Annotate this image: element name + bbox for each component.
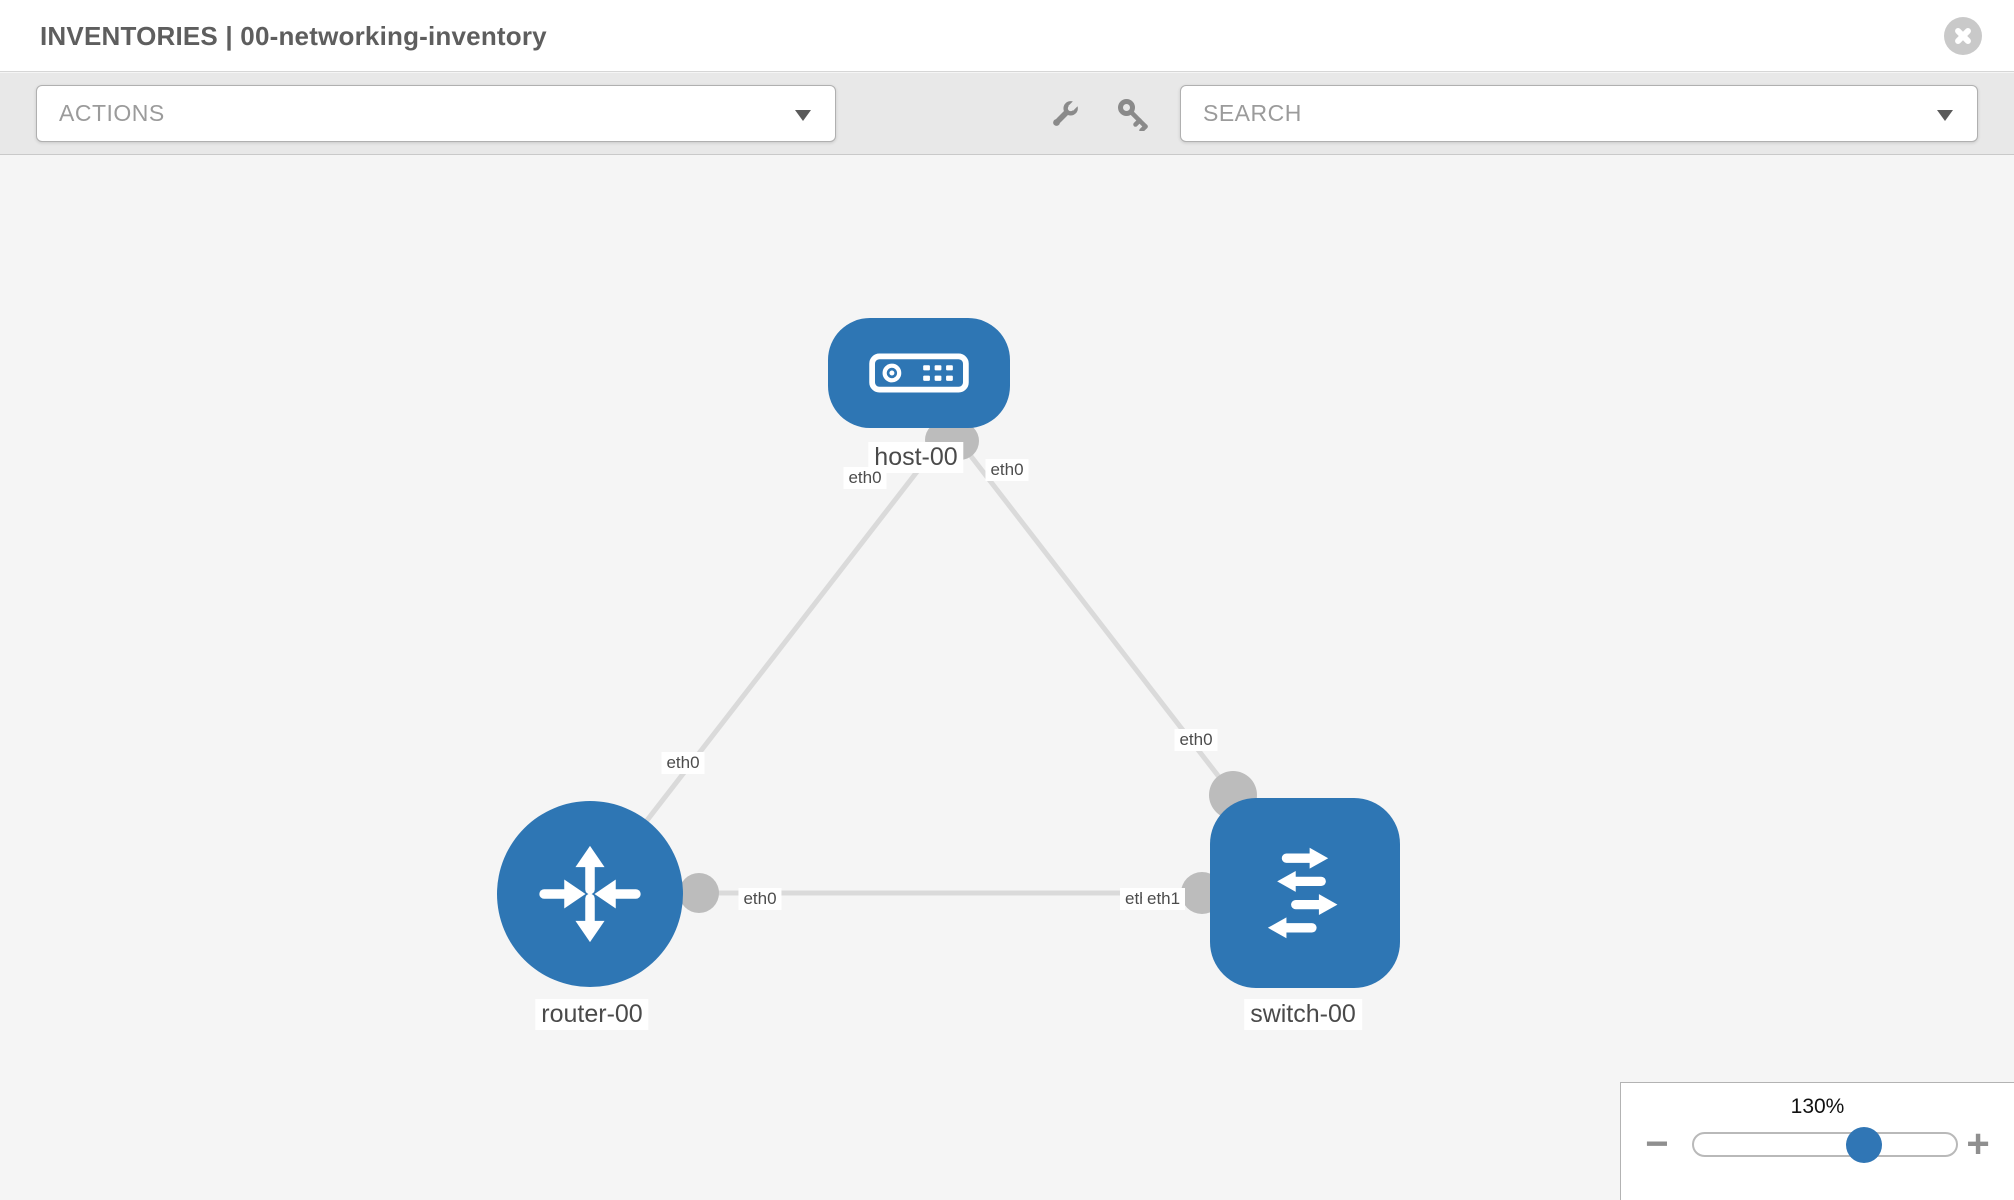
interface-label: eth0 [985,459,1029,481]
interface-label: eth0 [661,752,705,774]
link-host-router[interactable] [588,440,942,896]
zoom-value: 130% [1790,1095,1845,1118]
switch-icon [1267,847,1338,939]
node-router-00[interactable] [497,801,683,987]
interface-label: eth0 [738,888,782,910]
node-switch-00[interactable] [1210,798,1400,988]
zoom-slider-track[interactable] [1692,1132,1958,1157]
key-icon[interactable] [1116,97,1150,131]
host-icon [869,353,969,393]
header: INVENTORIES | 00-networking-inventory [0,0,2014,72]
zoom-out-button[interactable]: − [1645,1122,1669,1166]
wrench-icon[interactable] [1048,97,1082,131]
node-host-00[interactable] [828,318,1010,428]
interface-label: eth1 [1142,888,1186,910]
actions-dropdown-label: ACTIONS [59,100,165,126]
interface-connector [679,873,719,913]
zoom-panel: 130% − + [1620,1082,2014,1200]
toolbar: ACTIONS SEARCH [0,73,2014,155]
close-button[interactable] [1944,17,1982,55]
node-label: router-00 [535,999,649,1030]
actions-dropdown[interactable]: ACTIONS [36,85,836,142]
chevron-down-icon [795,110,811,121]
interface-label: eth0 [1174,729,1218,751]
page-title: INVENTORIES | 00-networking-inventory [40,21,547,51]
interface-label: eth0 [843,467,887,489]
node-label: switch-00 [1244,999,1362,1030]
zoom-slider-thumb[interactable] [1846,1127,1882,1163]
router-icon [539,845,641,943]
topology-canvas[interactable] [0,156,2014,1200]
search-dropdown[interactable]: SEARCH [1180,85,1978,142]
chevron-down-icon [1937,110,1953,121]
search-dropdown-label: SEARCH [1203,100,1302,126]
zoom-in-button[interactable]: + [1966,1122,1990,1166]
